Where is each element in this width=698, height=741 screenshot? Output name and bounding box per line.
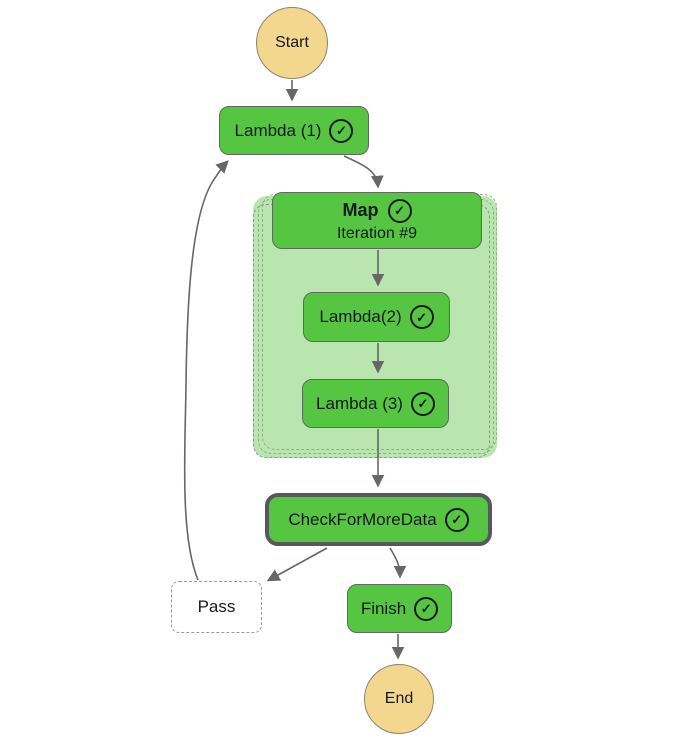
node-start: Start bbox=[256, 7, 328, 79]
node-checkformoredata[interactable]: CheckForMoreData ✓ bbox=[265, 493, 492, 546]
node-checkformoredata-label: CheckForMoreData bbox=[288, 509, 437, 529]
success-check-icon: ✓ bbox=[410, 391, 435, 416]
node-map-label: Map bbox=[342, 200, 379, 220]
success-check-icon: ✓ bbox=[409, 305, 434, 329]
edge-Lambda1-to-Map bbox=[343, 155, 384, 189]
map-title-row: Map ✓ bbox=[342, 198, 412, 223]
edge-CheckForMoreData-to-Finish bbox=[389, 547, 407, 579]
node-end: End bbox=[364, 664, 434, 734]
node-lambda-3[interactable]: Lambda (3) ✓ bbox=[302, 379, 449, 428]
node-lambda-3-label: Lambda (3) bbox=[316, 393, 403, 413]
node-start-label: Start bbox=[275, 34, 309, 51]
node-lambda-2-label: Lambda(2) bbox=[319, 307, 402, 326]
success-check-icon: ✓ bbox=[387, 198, 412, 223]
edge-CheckForMoreData-to-Pass bbox=[266, 547, 328, 582]
node-map[interactable]: Map ✓ Iteration #9 bbox=[272, 192, 482, 249]
node-pass[interactable]: Pass bbox=[171, 581, 262, 633]
node-finish[interactable]: Finish ✓ bbox=[347, 584, 452, 633]
node-finish-label: Finish bbox=[360, 598, 407, 618]
success-check-icon: ✓ bbox=[329, 118, 354, 143]
node-lambda-2[interactable]: Lambda(2) ✓ bbox=[303, 292, 450, 342]
success-check-icon: ✓ bbox=[444, 507, 469, 532]
node-lambda-1[interactable]: Lambda (1) ✓ bbox=[219, 106, 369, 155]
node-lambda-1-label: Lambda (1) bbox=[234, 120, 322, 140]
success-check-icon: ✓ bbox=[414, 596, 439, 621]
node-pass-label: Pass bbox=[197, 597, 236, 616]
node-end-label: End bbox=[384, 690, 414, 707]
map-iteration-label: Iteration #9 bbox=[336, 224, 418, 242]
edge-Pass-to-Lambda1 bbox=[183, 160, 229, 581]
